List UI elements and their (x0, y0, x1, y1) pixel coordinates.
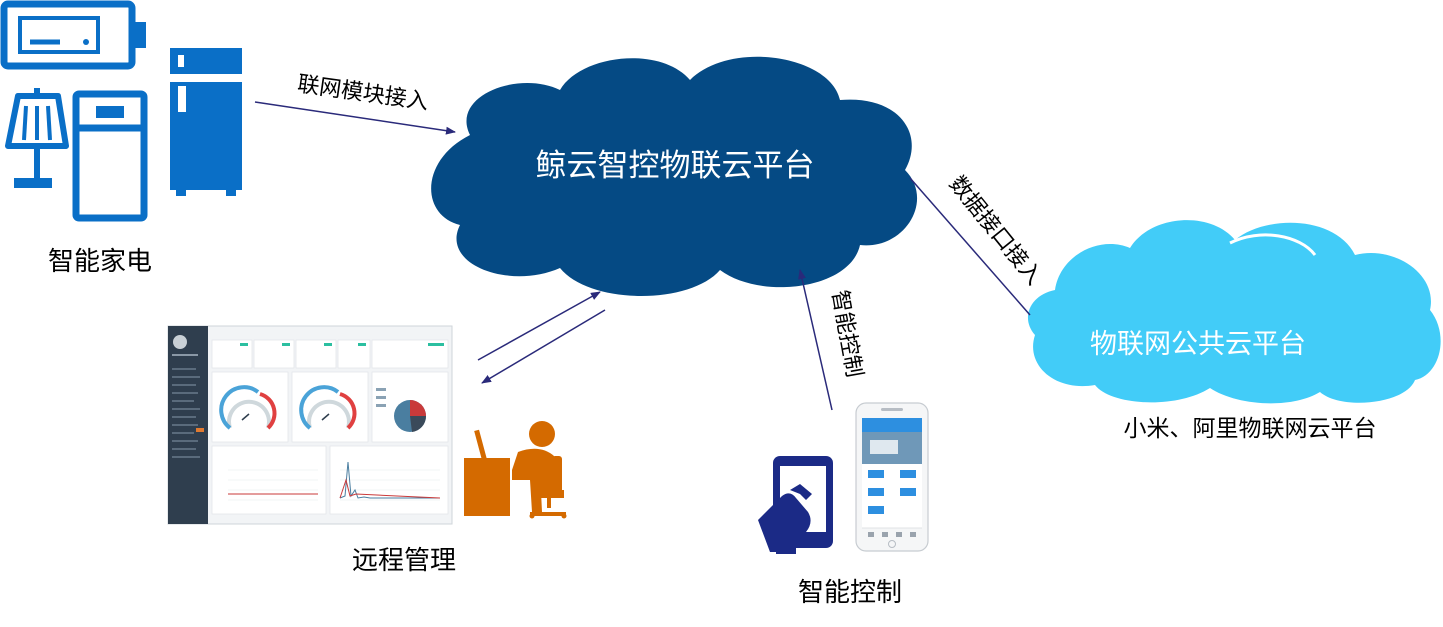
central-cloud: 鲸云智控物联云平台 (431, 56, 918, 297)
arrow-label-data-interface: 数据接口接入 (944, 172, 1047, 290)
central-cloud-label: 鲸云智控物联云平台 (536, 148, 815, 184)
washing-machine-icon (72, 90, 148, 222)
public-cloud-label: 物联网公共云平台 (1090, 329, 1306, 360)
arrow-label-module-access: 联网模块接入 (296, 72, 430, 115)
arrow-cloud-to-remote (481, 309, 606, 384)
appliances-caption: 智能家电 (48, 247, 152, 277)
refrigerator-icon (170, 48, 242, 196)
public-cloud: 物联网公共云平台 (1027, 220, 1441, 404)
remote-caption: 远程管理 (352, 546, 456, 576)
battery-icon (0, 0, 146, 70)
public-cloud-caption: 小米、阿里物联网云平台 (1124, 416, 1377, 442)
dashboard-screenshot (167, 325, 453, 525)
arrow-remote-to-cloud (477, 291, 601, 361)
mobile-caption: 智能控制 (798, 578, 902, 608)
arrow-appliances-to-cloud: 联网模块接入 (254, 72, 456, 135)
tablet-touch-icon (758, 456, 833, 554)
arrow-cloud-to-public-cloud: 数据接口接入 (909, 172, 1047, 316)
arrow-label-smart-control: 智能控制 (826, 288, 866, 379)
arrow-mobile-to-cloud: 智能控制 (798, 269, 866, 411)
desk-operator-icon (464, 421, 567, 519)
lamp-icon (5, 88, 69, 188)
phone-app-screenshot (855, 402, 929, 552)
